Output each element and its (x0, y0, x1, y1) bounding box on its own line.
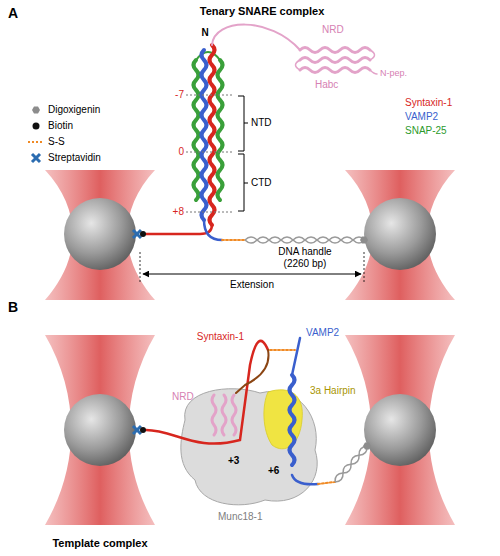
layer-marker (186, 95, 248, 212)
panel-title: Tenary SNARE complex (200, 6, 325, 17)
panel-title: Template complex (52, 538, 147, 549)
layer-number: 0 (178, 147, 184, 157)
dna-handle (245, 237, 365, 243)
template-chain-part (270, 349, 295, 351)
snare-helix-part (212, 25, 300, 50)
munc18-surface-part (181, 389, 317, 505)
optical-trap-part (364, 198, 436, 270)
domain-label: N-pep. (380, 69, 407, 78)
munc18-surface (181, 389, 317, 505)
layer-number: -7 (175, 90, 184, 100)
domain-label: Habc (315, 80, 338, 90)
legend-sample-part (28, 141, 44, 143)
template-chain (146, 338, 335, 484)
attachment-part (140, 231, 146, 237)
legend-text: Streptavidin (48, 153, 101, 163)
optical-trap-part (64, 394, 136, 466)
optical-trap (45, 335, 455, 525)
handle-label: DNA handle (278, 247, 331, 257)
legend-text: S-S (48, 137, 65, 147)
snare-helix-part (194, 60, 199, 200)
nrd-domain-part (300, 58, 370, 63)
legend-text: Digoxigenin (48, 105, 100, 115)
nrd-domain-part (370, 50, 375, 60)
layer-number: +8 (173, 207, 184, 217)
layer-number: +3 (228, 456, 239, 466)
nrd-domain-part (296, 60, 301, 70)
domain-label: NRD (322, 25, 344, 35)
snare-helix (146, 25, 300, 240)
attachment (133, 426, 371, 450)
legend-sample-part (33, 123, 40, 130)
dna-handle-part (245, 237, 365, 243)
template-chain-part (292, 338, 300, 375)
domain-label: NRD (172, 392, 194, 402)
optical-trap-part (345, 335, 455, 525)
protein-label: VAMP2 (306, 328, 339, 338)
optical-trap-part (64, 198, 136, 270)
snare-helix-part (204, 220, 222, 240)
template-chain-part (222, 395, 226, 435)
terminus-label: N (201, 28, 208, 38)
panel-letter: B (8, 300, 18, 314)
dimension-label: Extension (230, 280, 274, 290)
nrd-domain (296, 48, 378, 75)
domain-bracket-label: NTD (251, 118, 272, 128)
protein-label: SNAP-25 (405, 126, 447, 136)
template-chain-part (146, 341, 268, 444)
handle-length: (2260 bp) (284, 259, 327, 269)
protein-label: Munc18-1 (218, 512, 262, 522)
template-chain-part (212, 395, 216, 435)
attachment (133, 230, 368, 244)
template-chain-part (290, 375, 295, 465)
template-chain-part (292, 475, 318, 484)
snare-helix-part (146, 225, 212, 234)
nrd-domain-part (300, 68, 370, 73)
dna-handle (333, 444, 370, 484)
attachment-part (360, 237, 368, 244)
dna-handle-part (245, 237, 365, 243)
template-chain-part (232, 395, 236, 435)
domain-label: 3a Hairpin (310, 386, 356, 396)
layer-marker-part (186, 95, 232, 212)
legend-sample-part (32, 154, 40, 162)
domain-bracket-label: CTD (251, 178, 272, 188)
nrd-domain-part (370, 70, 377, 74)
protein-label: Syntaxin-1 (405, 98, 452, 108)
snare-helix-part (202, 50, 207, 220)
extension-arrow-part (143, 274, 361, 275)
nrd-domain-part (300, 48, 370, 53)
optical-trap-part (364, 394, 436, 466)
optical-trap-part (45, 170, 155, 300)
template-chain-part (318, 482, 335, 484)
attachment-part (140, 427, 146, 433)
legend-sample-part (32, 107, 40, 114)
template-chain-part (236, 350, 269, 393)
layer-marker-part (238, 96, 248, 211)
snare-helix-part (218, 60, 223, 200)
dna-handle-part (333, 444, 370, 484)
attachment-part (133, 230, 141, 238)
dna-handle-part (333, 444, 370, 484)
attachment-part (133, 426, 141, 434)
legend-text: Biotin (48, 121, 73, 131)
protein-label: VAMP2 (405, 112, 438, 122)
optical-trap (45, 170, 455, 300)
layer-number: +6 (268, 466, 279, 476)
snare-helix-part (210, 45, 215, 225)
attachment-part (363, 443, 371, 450)
panel-letter: A (8, 6, 18, 20)
optical-trap-part (45, 335, 155, 525)
snare-helix-part (222, 239, 245, 241)
protein-label: Syntaxin-1 (197, 332, 244, 342)
optical-trap-part (345, 170, 455, 300)
legend-sample (28, 107, 44, 163)
